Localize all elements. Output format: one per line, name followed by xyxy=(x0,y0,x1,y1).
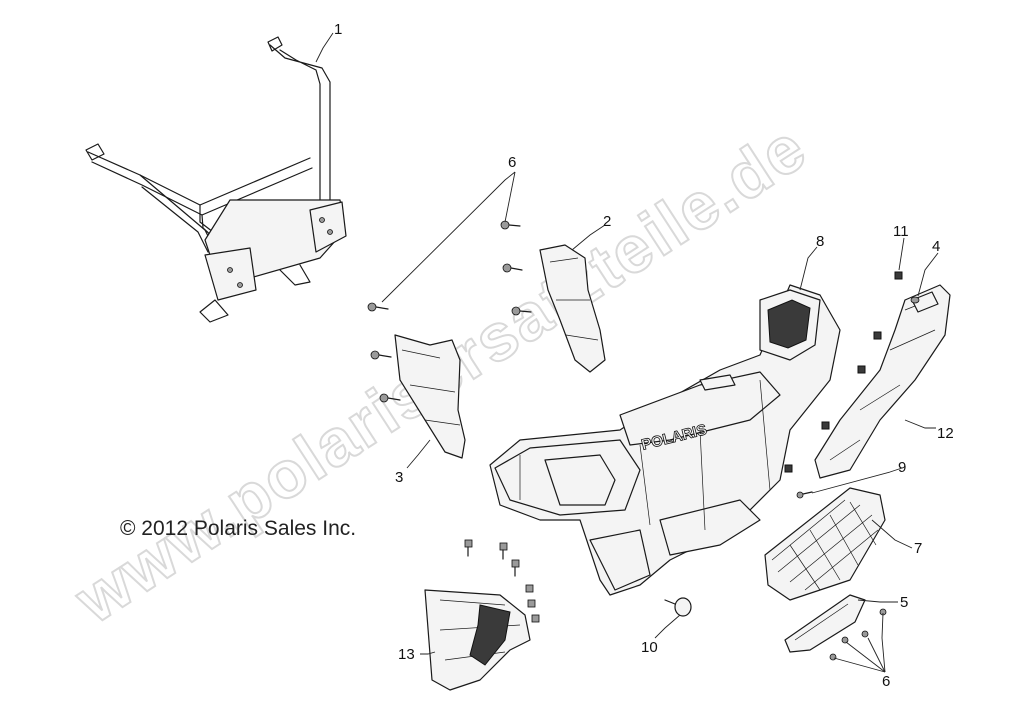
callout-11: 11 xyxy=(893,223,909,240)
callout-3: 3 xyxy=(395,469,403,486)
callout-4: 4 xyxy=(932,238,940,255)
part-4-push-rivet xyxy=(910,296,920,304)
part-1-bumper-frame xyxy=(85,36,347,323)
part-12-fender-flare xyxy=(814,284,951,479)
misc-clip-nuts xyxy=(784,331,882,473)
callout-6-bottom: 6 xyxy=(882,673,890,690)
callout-7: 7 xyxy=(914,540,922,557)
callout-8: 8 xyxy=(816,233,824,250)
misc-hardware-group xyxy=(464,539,540,623)
part-7-grille xyxy=(764,487,886,601)
callout-2: 2 xyxy=(603,213,611,230)
part-10-rubber-bumper xyxy=(664,597,692,617)
part-3-side-panel xyxy=(394,334,466,459)
part-8-front-fascia: POLARIS xyxy=(489,284,841,596)
callout-6-top: 6 xyxy=(508,154,516,171)
part-2-side-panel xyxy=(539,244,606,373)
callout-9: 9 xyxy=(898,459,906,476)
leader-lines xyxy=(315,32,939,673)
callout-10: 10 xyxy=(641,639,658,656)
part-6-screws xyxy=(367,220,887,661)
part-11-nut xyxy=(894,271,903,280)
part-9-screw xyxy=(796,491,813,499)
part-13-lower-flare xyxy=(424,589,531,691)
copyright-text: © 2012 Polaris Sales Inc. xyxy=(120,517,356,540)
callout-13: 13 xyxy=(398,646,415,663)
part-5-lower-panel xyxy=(784,594,866,653)
callout-1: 1 xyxy=(334,21,342,38)
callout-5: 5 xyxy=(900,594,908,611)
callout-labels: 1 2 3 4 5 6 6 7 8 9 10 11 12 13 xyxy=(334,21,954,690)
callout-12: 12 xyxy=(937,425,954,442)
